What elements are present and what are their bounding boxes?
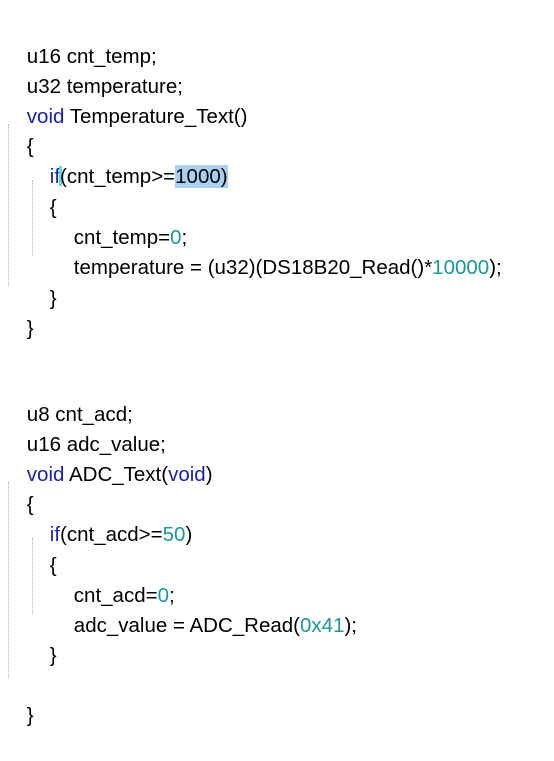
code-line[interactable]: u16 adc_value; xyxy=(4,400,166,456)
keyword-token: void xyxy=(26,463,65,486)
number-token: 0 xyxy=(157,584,169,607)
code-text: temperature = (u32)(DS18B20_Read()* xyxy=(73,256,433,279)
code-line[interactable]: } xyxy=(4,284,34,340)
code-line[interactable]: } xyxy=(27,611,57,667)
code-line[interactable]: { xyxy=(27,521,57,577)
code-text: u16 cnt_temp; xyxy=(26,45,157,68)
code-text: cnt_acd= xyxy=(73,584,158,607)
code-text: adc_value = ADC_Read( xyxy=(73,614,301,637)
code-line[interactable]: u8 cnt_acd; xyxy=(4,370,133,426)
code-line[interactable]: { xyxy=(4,460,34,516)
brace-token: { xyxy=(49,554,57,577)
code-text: u16 adc_value; xyxy=(26,433,166,456)
code-line[interactable]: } xyxy=(4,671,34,727)
selected-text[interactable]: 1000) xyxy=(175,165,228,188)
indent-guide xyxy=(8,482,9,678)
code-line[interactable]: void Temperature_Text() xyxy=(4,72,248,128)
code-editor[interactable]: u16 cnt_temp; u32 temperature; void Temp… xyxy=(0,0,554,727)
code-line[interactable]: { xyxy=(27,163,57,219)
code-text: ; xyxy=(168,584,175,607)
brace-token: { xyxy=(26,493,34,516)
indent-guide xyxy=(32,538,33,614)
code-text: ); xyxy=(489,256,502,279)
number-token: 50 xyxy=(162,523,186,546)
indent-guide xyxy=(32,180,33,256)
code-text: ); xyxy=(344,614,358,637)
code-line[interactable]: if(cnt_temp>=1000) xyxy=(27,132,228,188)
keyword-token: if xyxy=(49,165,61,188)
brace-token: } xyxy=(26,704,34,727)
brace-token: } xyxy=(26,317,34,340)
code-text: ADC_Text( xyxy=(64,463,169,486)
number-token: 0 xyxy=(170,226,182,249)
code-text: u8 cnt_acd; xyxy=(26,403,133,426)
code-line[interactable]: cnt_acd=0; xyxy=(51,551,175,607)
code-line[interactable]: void ADC_Text(void) xyxy=(4,430,213,486)
code-line[interactable]: u32 temperature; xyxy=(4,42,183,98)
brace-token: } xyxy=(49,644,57,667)
code-line[interactable]: } xyxy=(27,254,57,310)
number-token: 0x41 xyxy=(300,614,345,637)
code-text: u32 temperature; xyxy=(26,75,183,98)
brace-token: } xyxy=(49,287,57,310)
code-line[interactable]: { xyxy=(4,102,34,158)
code-line[interactable]: cnt_temp=0; xyxy=(51,193,187,249)
brace-token: { xyxy=(49,196,57,219)
code-line[interactable]: u16 cnt_temp; xyxy=(4,12,157,68)
code-text: cnt_temp= xyxy=(73,226,171,249)
code-text: ) xyxy=(205,463,213,486)
code-text: ) xyxy=(185,523,193,546)
code-text: (cnt_acd>= xyxy=(60,523,163,546)
keyword-token: if xyxy=(49,523,61,546)
keyword-token: void xyxy=(26,105,65,128)
text-cursor xyxy=(59,166,63,186)
code-text: ( xyxy=(60,165,67,188)
code-text: ; xyxy=(181,226,188,249)
code-text: cnt_temp>= xyxy=(66,165,176,188)
code-line[interactable]: temperature = (u32)(DS18B20_Read()*10000… xyxy=(51,223,502,279)
number-token: 10000 xyxy=(432,256,490,279)
keyword-token: void xyxy=(168,463,206,486)
code-line[interactable]: if(cnt_acd>=50) xyxy=(27,490,192,546)
indent-guide xyxy=(8,124,9,286)
brace-token: { xyxy=(26,135,34,158)
code-line[interactable]: adc_value = ADC_Read(0x41); xyxy=(51,581,357,637)
code-text: Temperature_Text() xyxy=(64,105,248,128)
